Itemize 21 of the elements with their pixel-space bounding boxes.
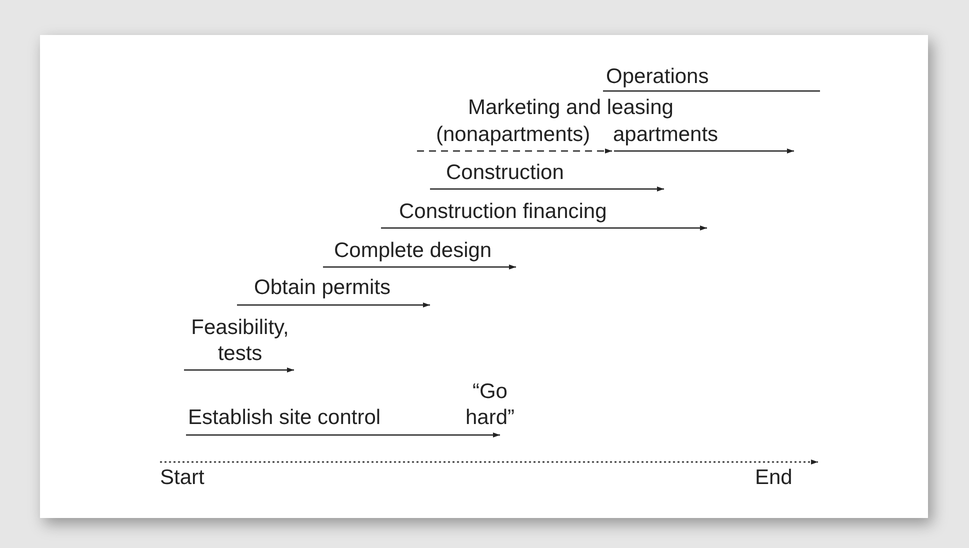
activity-label: Operations <box>606 64 709 90</box>
timeline-label: Start <box>160 465 204 491</box>
activity-label: Construction <box>446 160 564 186</box>
activity-span <box>381 226 707 230</box>
activity-label: apartments <box>613 122 718 148</box>
activity-label: Establish site control <box>188 405 381 431</box>
activity-label: Marketing and leasing <box>468 95 674 121</box>
activity-span <box>430 186 664 192</box>
activity-label: Complete design <box>334 238 492 264</box>
milestone-label: “Go hard” <box>464 379 516 431</box>
activity-label: Construction financing <box>399 199 607 225</box>
activity-span <box>417 148 794 154</box>
activity-label: Obtain permits <box>254 275 391 301</box>
activity-line <box>603 90 820 92</box>
activity-label: Feasibility, tests <box>190 315 290 367</box>
timeline-label: End <box>755 465 792 491</box>
activity-span <box>323 264 516 270</box>
activity-span <box>184 368 294 372</box>
activity-span <box>237 302 430 308</box>
activity-label: (nonapartments) <box>436 122 590 148</box>
activity-span <box>186 432 500 438</box>
